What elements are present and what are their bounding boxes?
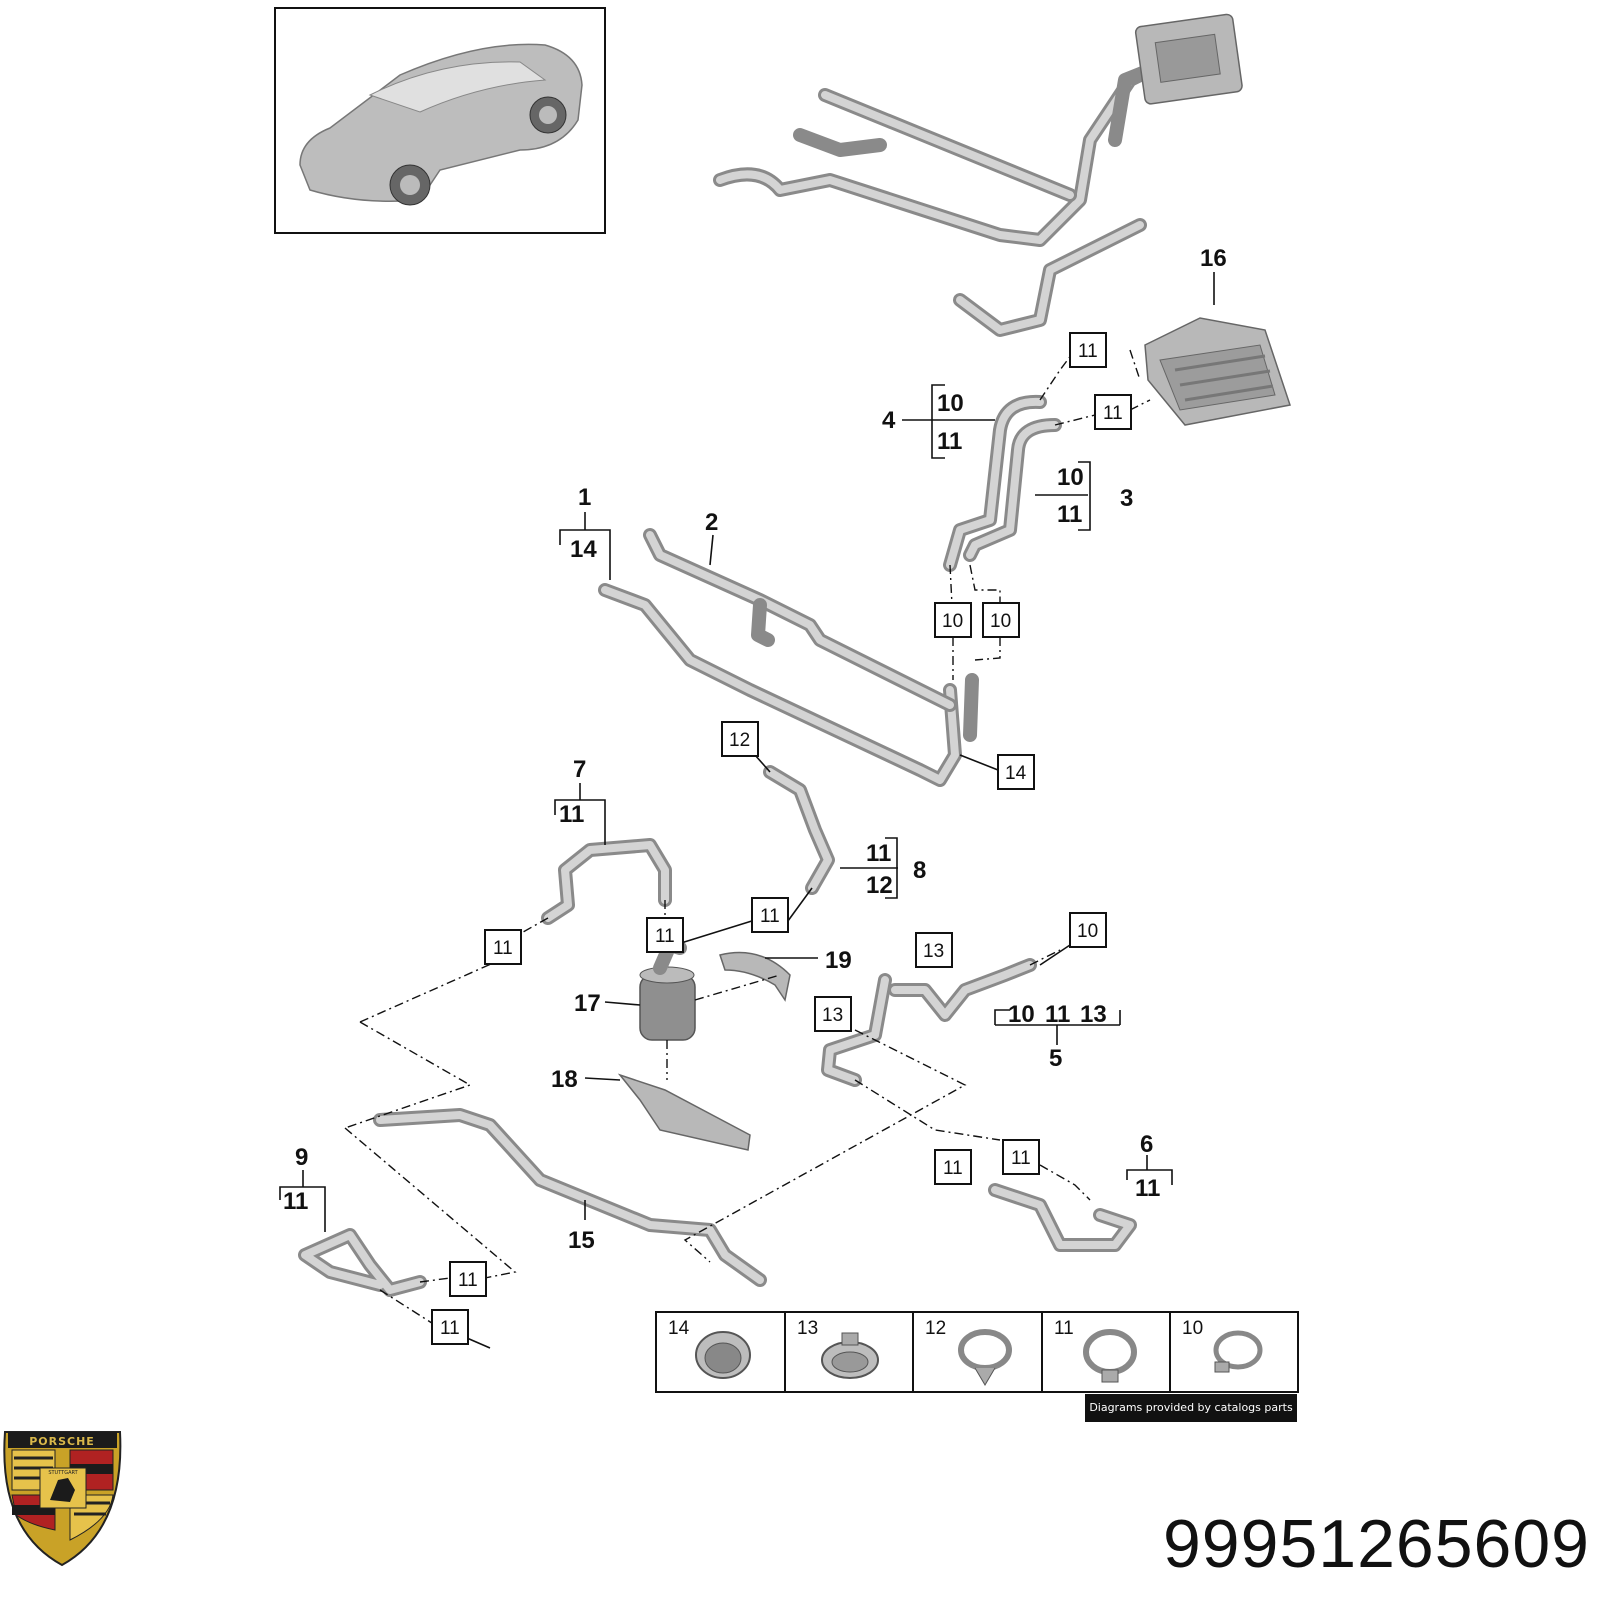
callout-2: 2 <box>705 509 718 536</box>
hose-9 <box>298 1228 427 1297</box>
callout-11-group3: 11 <box>1057 501 1082 528</box>
hose-6 <box>988 1183 1137 1252</box>
callout-11-group7: 11 <box>559 801 584 828</box>
part-number: 99951265609 <box>1162 1506 1590 1582</box>
boxed-callout-10-b: 10 <box>990 611 1011 632</box>
callout-10-group4: 10 <box>937 390 964 417</box>
boxed-callout-11-f: 11 <box>440 1318 460 1339</box>
callout-19: 19 <box>825 947 852 974</box>
callout-10-group3: 10 <box>1057 464 1084 491</box>
boxed-callout-13-a: 13 <box>923 941 944 962</box>
vehicle-overview-image <box>274 7 606 234</box>
boxed-callout-12: 12 <box>729 730 750 751</box>
bracket-19 <box>719 951 791 1002</box>
boxed-callout-11-pump: 11 <box>760 906 780 927</box>
callout-11-group8: 11 <box>866 840 891 867</box>
callout-10-group5: 10 <box>1008 1001 1035 1028</box>
boxed-callout-14: 14 <box>1005 763 1027 784</box>
connection-lines <box>344 349 1151 1326</box>
full-assembly-overview <box>713 13 1243 337</box>
boxed-callout-11-e: 11 <box>458 1270 478 1291</box>
callout-11-group6: 11 <box>1135 1175 1160 1202</box>
callout-3: 3 <box>1120 485 1133 512</box>
hose-5 <box>821 958 1037 1087</box>
callout-9: 9 <box>295 1144 308 1171</box>
boxed-callout-11-top1: 11 <box>1078 341 1098 362</box>
boxed-callout-11-left: 11 <box>493 938 513 959</box>
legend-item-12: 12 <box>925 1318 946 1339</box>
brackets <box>279 384 1173 1232</box>
clamp-13-icon <box>821 1332 879 1379</box>
clamp-legend: 14 13 12 11 10 <box>655 1311 1299 1393</box>
callout-18: 18 <box>551 1066 578 1093</box>
clamp-11-icon <box>1083 1329 1137 1383</box>
boxed-callout-13-b: 13 <box>822 1005 843 1026</box>
clamp-14-icon <box>695 1331 751 1379</box>
boxed-callouts: 11 11 10 10 14 12 11 11 11 13 13 10 11 1… <box>431 332 1132 1345</box>
hose-7 <box>541 838 672 925</box>
callout-7: 7 <box>573 756 586 783</box>
clamp-12-icon <box>958 1329 1012 1386</box>
hose-3-4 <box>943 394 1062 572</box>
hose-8 <box>763 765 835 895</box>
callout-6: 6 <box>1140 1131 1153 1158</box>
callout-5: 5 <box>1049 1045 1062 1072</box>
boxed-callout-11-top2: 11 <box>1103 403 1123 424</box>
callout-13-group5: 13 <box>1080 1001 1107 1028</box>
clamp-10-icon <box>1213 1330 1263 1373</box>
callout-16: 16 <box>1200 245 1227 272</box>
callout-11-group5: 11 <box>1045 1001 1070 1028</box>
legend-item-10: 10 <box>1182 1318 1203 1339</box>
callout-12-group8: 12 <box>866 872 893 899</box>
boxed-callout-11-d: 11 <box>943 1158 963 1179</box>
callout-11-group9: 11 <box>283 1188 308 1215</box>
logo-city: STUTTGART <box>48 1470 78 1476</box>
leader-lines <box>459 419 1088 1349</box>
boxed-callout-11-c: 11 <box>1011 1148 1031 1169</box>
callout-1: 1 <box>578 484 591 511</box>
callout-15: 15 <box>568 1227 595 1254</box>
callout-4: 4 <box>882 407 896 434</box>
bracket-18 <box>617 1073 751 1151</box>
callout-17: 17 <box>574 990 601 1017</box>
logo-wordmark: PORSCHE <box>29 1435 95 1448</box>
callout-8: 8 <box>913 857 926 884</box>
boxed-callout-10-a: 10 <box>942 611 963 632</box>
boxed-callout-10-right: 10 <box>1077 921 1098 942</box>
porsche-crest-logo: PORSCHE STUTTGART <box>3 1431 122 1567</box>
heat-exchanger-16 <box>1144 317 1291 426</box>
boxed-callout-11-mid: 11 <box>655 926 675 947</box>
legend-item-14: 14 <box>668 1318 690 1339</box>
legend-item-11: 11 <box>1054 1318 1074 1339</box>
pipe-15 <box>373 1108 767 1287</box>
coolant-pipes-1-2 <box>598 528 979 787</box>
water-pump-17 <box>639 938 696 1041</box>
callout-11-group4: 11 <box>937 428 962 455</box>
diagram-credit-label: Diagrams provided by catalogs parts <box>1085 1394 1297 1422</box>
callout-14-group1: 14 <box>570 536 597 563</box>
legend-item-13: 13 <box>797 1318 818 1339</box>
